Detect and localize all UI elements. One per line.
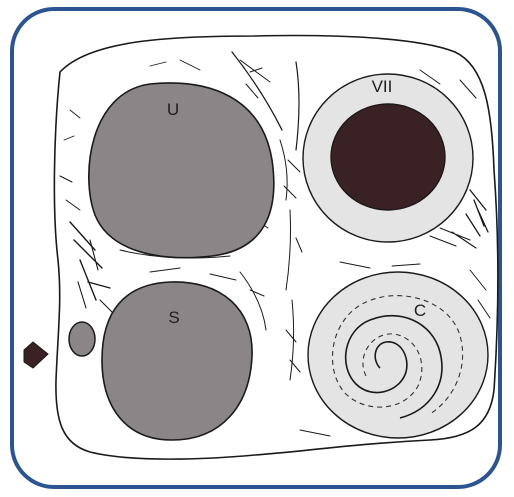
region-u-label: U — [167, 100, 179, 119]
region-s — [102, 282, 252, 440]
region-vii-core — [331, 104, 445, 210]
region-c-label: C — [414, 301, 426, 320]
region-s-label: S — [168, 308, 179, 327]
small-vessel — [69, 322, 95, 356]
region-u — [89, 83, 274, 258]
region-vii-label: VII — [372, 77, 393, 96]
region-c-sheath — [308, 272, 488, 438]
